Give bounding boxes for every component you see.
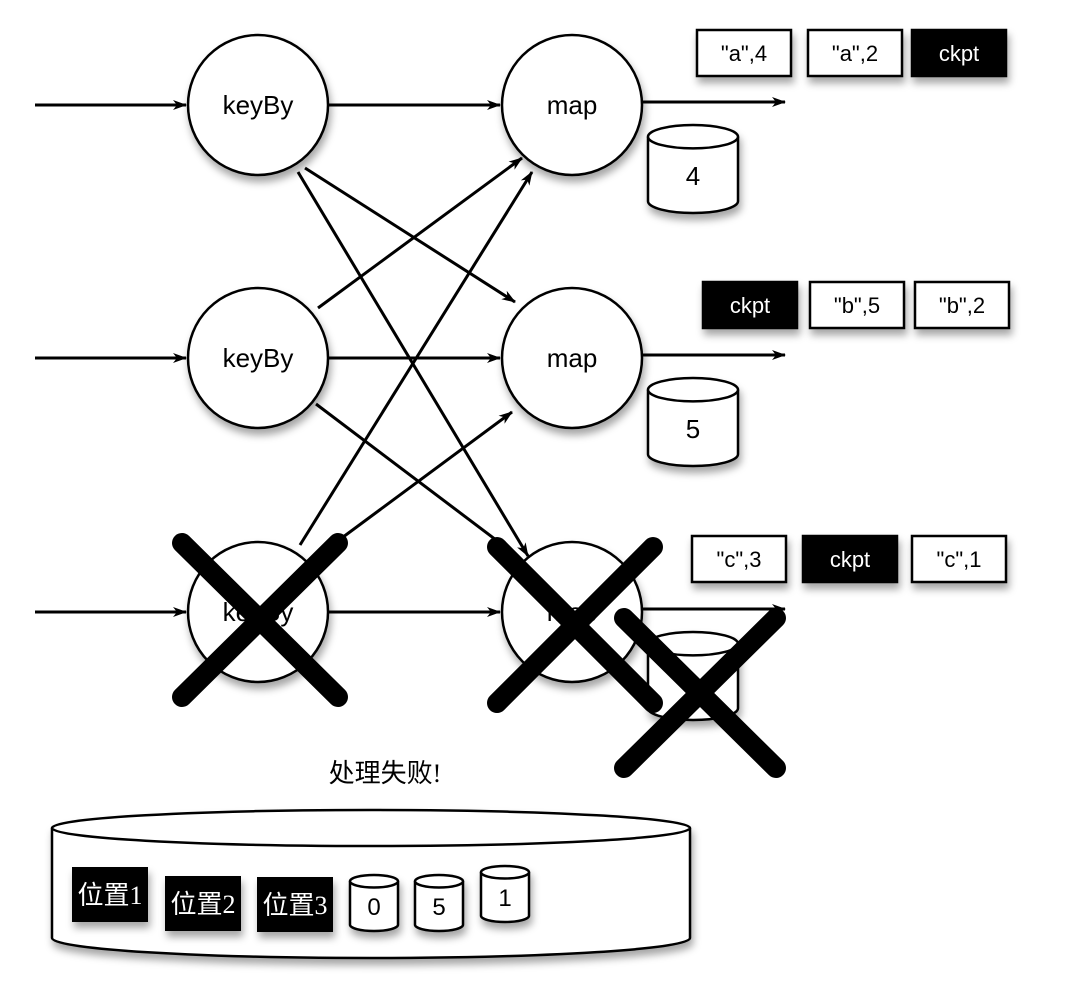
map-label: map	[547, 343, 598, 373]
record-label: ckpt	[830, 547, 870, 572]
map-operator: map	[500, 33, 644, 177]
edges	[35, 97, 786, 617]
record: "c",1	[910, 534, 1008, 584]
checkpoint-position: 位置1	[72, 867, 148, 922]
keyby-label: keyBy	[223, 90, 294, 120]
record-streams: "a",4 "a",2 ckpt ckpt "b",5 "b",2 "c",3 ckpt "c"…	[690, 28, 1011, 584]
stored-state: 5	[413, 873, 465, 933]
keyby-label: keyBy	[223, 343, 294, 373]
position-label: 位置1	[77, 881, 142, 910]
record-label: "a",2	[832, 41, 878, 66]
failure-x-icon	[614, 608, 786, 778]
record-label: ckpt	[730, 293, 770, 318]
stored-state: 1	[479, 864, 531, 924]
record-label: "a",4	[721, 41, 767, 66]
state-value: 0	[367, 894, 380, 921]
keyby-to-map-arrow	[315, 402, 513, 554]
record: "b",2	[913, 280, 1011, 330]
keyby-to-map-arrow	[317, 156, 523, 310]
failure-x-icon	[487, 537, 663, 713]
keyby-to-map-arrow	[304, 166, 516, 304]
position-label: 位置2	[170, 890, 235, 919]
record-label: "c",3	[717, 547, 762, 572]
state-value: 5	[686, 414, 700, 444]
checkpoint-barrier: ckpt	[801, 534, 899, 584]
keyby-operator: keyBy	[186, 33, 330, 177]
checkpoint-position: 位置3	[257, 877, 333, 932]
record-label: "b",2	[939, 293, 985, 318]
failure-x-icon	[172, 533, 348, 707]
operator-state: 5	[646, 376, 740, 468]
state-value: 1	[498, 885, 511, 912]
record-label: ckpt	[939, 41, 979, 66]
checkpoint-barrier: ckpt	[910, 28, 1008, 78]
checkpoint-storage: 位置1 位置2 位置3 0 5 1	[50, 808, 692, 960]
record: "a",2	[806, 28, 904, 78]
state-value: 4	[686, 161, 700, 191]
failure-caption: 处理失败!	[329, 759, 442, 788]
keyby-to-map-arrow	[311, 410, 513, 562]
state-value: 5	[432, 894, 445, 921]
record: "b",5	[808, 280, 906, 330]
checkpoint-position: 位置2	[165, 876, 241, 931]
checkpoint-barrier: ckpt	[701, 280, 799, 330]
map-operator: map	[500, 286, 644, 430]
map-label: map	[547, 90, 598, 120]
keyby-to-map-arrow	[298, 171, 534, 546]
record-label: "b",5	[834, 293, 880, 318]
record: "a",4	[695, 28, 793, 78]
stored-state: 0	[348, 873, 400, 933]
keyby-operator: keyBy	[186, 286, 330, 430]
position-label: 位置3	[262, 891, 327, 920]
failure-marks	[172, 533, 786, 778]
record-label: "c",1	[937, 547, 982, 572]
operator-state: 4	[646, 123, 740, 215]
record: "c",3	[690, 534, 788, 584]
